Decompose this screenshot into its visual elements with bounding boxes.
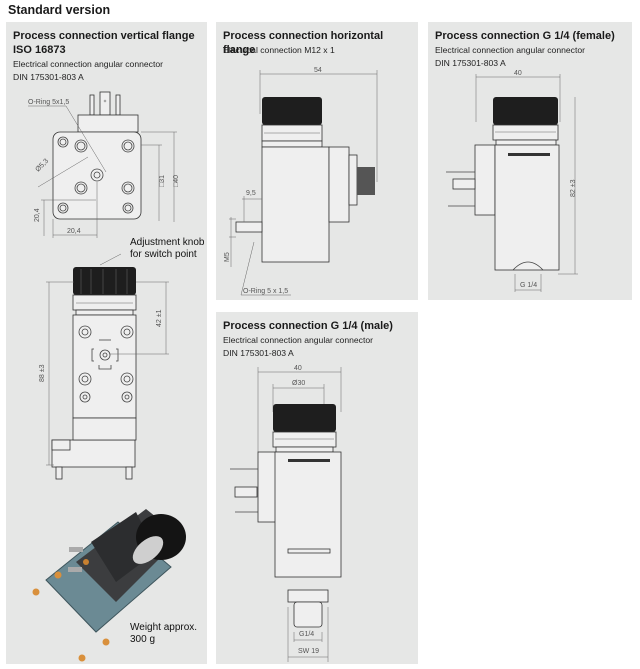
- panel-subtitle-1: Electrical connection angular connector: [435, 45, 586, 55]
- panel-g14-male: Process connection G 1/4 (male) Electric…: [216, 312, 418, 664]
- dim-height-42: 42 ±1: [156, 309, 163, 327]
- dim-thread: G1/4: [299, 631, 314, 638]
- panel-vertical-flange: Process connection vertical flange ISO 1…: [6, 22, 207, 664]
- adjustment-knob: [273, 404, 336, 432]
- dim-oring: O-Ring 5 x 1,5: [243, 288, 288, 295]
- panel-title: Process connection vertical flange ISO 1…: [13, 29, 195, 57]
- panel-title: Process connection G 1/4 (male): [223, 320, 393, 332]
- housing: [72, 314, 137, 419]
- panel-subtitle-2: DIN 175301-803 A: [223, 348, 294, 358]
- dim-thread: G 1/4: [520, 282, 537, 289]
- panel-title: Process connection horizontal flange: [223, 30, 384, 56]
- panel-subtitle-1: Electrical connection angular connector: [223, 335, 374, 345]
- dim-height-88: 88 ±3: [39, 364, 46, 382]
- housing: [494, 144, 560, 271]
- scale-ring: [72, 294, 137, 311]
- adjustment-knob: [73, 267, 136, 295]
- connector-pin: [99, 91, 111, 116]
- panel-horizontal-flange: Process connection horizontal flange Ele…: [216, 22, 418, 300]
- g14-male-drawing: 40 Ø30 G1/4 SW 19: [230, 365, 342, 662]
- panel-title: Process connection G 1/4 (female): [435, 30, 615, 42]
- housing: [261, 146, 330, 263]
- housing: [274, 451, 342, 578]
- g14-female-drawing: 40 G 1/4 82 ±3: [446, 70, 578, 292]
- m12-connector: [357, 167, 375, 195]
- dim-square-31: □31: [159, 175, 166, 187]
- panel-subtitle-1: Electrical connection angular connector: [13, 59, 164, 69]
- dim-width-40: 40: [294, 365, 302, 372]
- panel-subtitle-1: Electrical connection M12 x 1: [223, 45, 335, 55]
- dim-square-40: □40: [173, 175, 180, 187]
- dim-width-20-4: 20,4: [67, 228, 81, 235]
- dim-width-40: 40: [514, 70, 522, 77]
- male-thread: [293, 601, 323, 628]
- dim-height-20-4: 20,4: [34, 208, 41, 222]
- connector-pin: [115, 94, 121, 116]
- weight-line-2: 300 g: [130, 634, 156, 645]
- hex-nut: [287, 589, 329, 603]
- section-heading: Standard version: [8, 3, 111, 17]
- dim-height-82: 82 ±3: [570, 179, 577, 197]
- panel-subtitle-2: DIN 175301-803 A: [435, 58, 506, 68]
- dim-m5: M5: [224, 252, 231, 262]
- dim-oring: O-Ring 5x1,5: [28, 99, 69, 106]
- dim-width-54: 54: [314, 67, 322, 74]
- panel-subtitle-2: DIN 175301-803 A: [13, 72, 84, 82]
- adjustment-knob: [493, 97, 558, 125]
- title-line-2: ISO 16873: [13, 44, 66, 56]
- connector-housing: [77, 114, 139, 133]
- weight-line-1: Weight approx.: [130, 622, 198, 633]
- dim-diameter-30: Ø30: [292, 380, 305, 387]
- dim-sw19: SW 19: [298, 648, 319, 655]
- panel-g14-female: Process connection G 1/4 (female) Electr…: [428, 22, 632, 300]
- weight-note: Weight approx. 300 g: [130, 622, 197, 646]
- adjustment-knob: [262, 97, 322, 125]
- horizontal-flange-drawing: 54 9,5 M5 O-Ring 5 x 1,5: [224, 67, 378, 296]
- knob-note: Adjustment knob for switch point: [130, 237, 205, 261]
- knob-note-line-2: for switch point: [130, 249, 197, 260]
- knob-note-line-1: Adjustment knob: [130, 237, 205, 248]
- dim-hole-diameter: Ø5,3: [34, 158, 50, 174]
- connector-pin: [89, 94, 95, 116]
- title-line-1: Process connection vertical flange: [13, 30, 195, 42]
- flange-top-view-drawing: O-Ring 5x1,5 Ø5,3 20,4 20,4 □31 □40: [28, 91, 186, 662]
- dim-9-5: 9,5: [246, 190, 256, 197]
- product-render: [32, 509, 186, 662]
